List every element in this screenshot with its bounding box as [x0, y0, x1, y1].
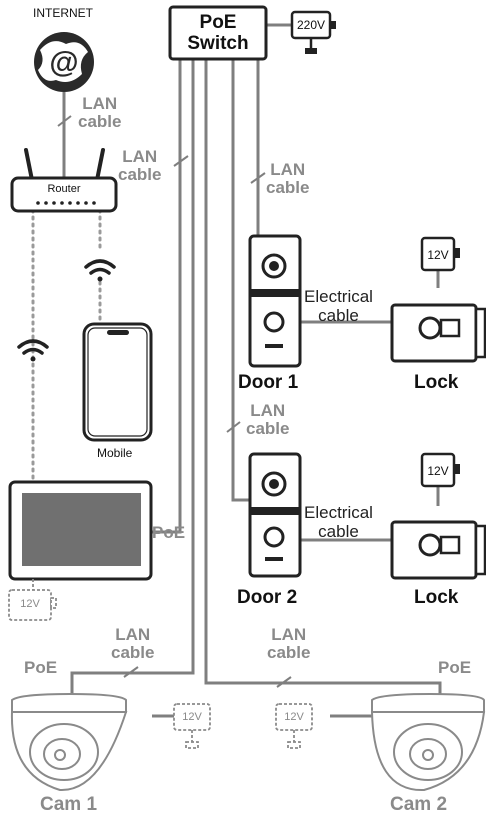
lock-1-label: Lock [414, 372, 459, 393]
lan-cable-label: LAN cable [78, 94, 122, 131]
electrical-cable-label-2: Electrical cable [304, 503, 373, 541]
poe-switch-label: PoE Switch [170, 12, 266, 54]
switch-power-label: 220V [296, 18, 326, 32]
router-icon [10, 148, 118, 213]
lan-cable-label: LAN cable [111, 625, 155, 662]
cam-1-poe-label: PoE [24, 658, 58, 677]
cam-2-label: Cam 2 [390, 794, 448, 815]
cam-1-label: Cam 1 [40, 794, 98, 815]
internet-globe-icon: @ [34, 32, 94, 92]
poe-switch-label-line2: Switch [187, 33, 249, 54]
wifi-icon [84, 259, 116, 282]
lock-2-power-adapter-icon [420, 452, 460, 488]
internet-label: INTERNET [33, 6, 93, 20]
lan-cable-label: LAN cable [267, 625, 311, 662]
camera-2-icon [370, 692, 486, 792]
lock-1-power-adapter-icon [420, 236, 460, 272]
camera-1-icon [10, 692, 128, 792]
door-1-label: Door 1 [238, 372, 299, 393]
wifi-icon [17, 339, 49, 362]
door-2-label: Door 2 [237, 587, 298, 608]
lock-2-label: Lock [414, 587, 459, 608]
door-station-1-icon [248, 234, 302, 368]
monitor-poe-label: PoE [152, 523, 186, 542]
cam-2-poe-label: PoE [438, 658, 472, 677]
power-adapter-220v-icon [290, 10, 336, 54]
camera-2-power-adapter-icon [275, 703, 313, 749]
lock-1-power-label: 12V [427, 248, 449, 262]
router-label: Router [47, 183, 81, 195]
door-station-2-icon [248, 452, 302, 578]
lock-2-icon [390, 520, 486, 580]
mobile-phone-icon [82, 322, 153, 442]
svg-text:@: @ [49, 46, 78, 79]
cable-slash-marks [57, 115, 292, 688]
wifi-links [31, 208, 102, 484]
lock-2-power-label: 12V [427, 464, 449, 478]
cam-1-power-label: 12V [182, 711, 202, 723]
electrical-cable-label-1: Electrical cable [304, 287, 373, 325]
poe-switch-label-line1: PoE [199, 12, 237, 33]
lan-cable-label: LAN cable [266, 160, 310, 197]
camera-1-power-adapter-icon [173, 703, 211, 749]
lan-cable-label: LAN cable [246, 401, 290, 438]
lock-1-icon [390, 303, 486, 363]
lan-cable-label: LAN cable [118, 147, 162, 184]
cam-2-power-label: 12V [284, 711, 304, 723]
indoor-monitor-icon [8, 480, 153, 581]
monitor-power-adapter-icon [8, 579, 57, 621]
cable-lines [62, 23, 442, 718]
mobile-label: Mobile [97, 446, 133, 460]
monitor-power-label: 12V [20, 598, 40, 610]
poe-switch-box [168, 5, 268, 61]
